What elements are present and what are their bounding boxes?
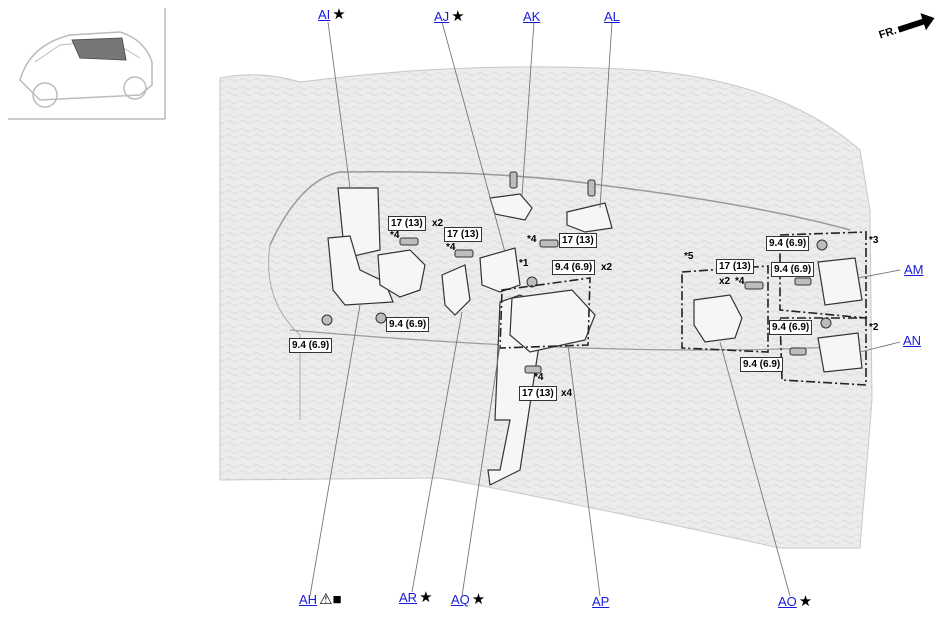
caution-icon: ⚠■ [319,591,342,608]
quantity-note: x2 [601,262,613,273]
leader-lines [309,21,901,597]
torque-spec: 17 (13) [388,216,426,231]
torque-spec: 9.4 (6.9) [552,260,596,275]
callout-aj[interactable]: AJ★ [434,9,465,24]
callout-ar-label[interactable]: AR [399,590,418,605]
star-icon: ★ [471,591,486,608]
callout-am[interactable]: AM [904,262,924,277]
fastener-glyphs [321,171,832,374]
star-icon: ★ [451,8,465,25]
arrow-right-icon [897,13,935,33]
callout-ap[interactable]: AP [592,594,609,609]
vehicle-locator-thumbnail [8,8,166,120]
torque-spec: 17 (13) [444,227,482,242]
callout-ah[interactable]: AH⚠■ [299,592,342,607]
callout-ak-label[interactable]: AK [523,9,541,24]
quantity-note: x4 [561,388,573,399]
footnote-mark: *5 [684,251,694,262]
callout-al-label[interactable]: AL [604,9,620,24]
torque-spec: 9.4 (6.9) [386,317,430,332]
callout-ak[interactable]: AK [523,9,540,24]
callout-al[interactable]: AL [604,9,620,24]
callout-ai-label[interactable]: AI [318,7,331,22]
torque-spec: 9.4 (6.9) [769,320,813,335]
footnote-mark: *2 [869,322,879,333]
footnote-mark: *4 [534,372,544,383]
component-outlines [327,187,863,486]
callout-ar[interactable]: AR★ [399,590,433,605]
torque-spec: 9.4 (6.9) [771,262,815,277]
quantity-note: x2 [719,276,731,287]
torque-spec: 9.4 (6.9) [740,357,784,372]
front-direction-marker: FR. [877,10,937,45]
front-label: FR. [877,24,899,42]
callout-ah-label[interactable]: AH [299,592,318,607]
callout-ap-label[interactable]: AP [592,594,610,609]
callout-aj-label[interactable]: AJ [434,9,450,24]
footnote-mark: *4 [446,242,456,253]
footnote-mark: *4 [735,276,745,287]
quantity-note: x2 [432,218,444,229]
footnote-mark: *4 [390,230,400,241]
callout-am-label[interactable]: AM [904,262,924,277]
callout-aq-label[interactable]: AQ [451,592,470,607]
callout-ao-label[interactable]: AO [778,594,797,609]
torque-spec: 17 (13) [559,233,597,248]
star-icon: ★ [332,6,346,23]
callout-an-label[interactable]: AN [903,333,922,348]
torque-spec: 9.4 (6.9) [289,338,333,353]
torque-spec: 17 (13) [519,386,557,401]
footnote-mark: *1 [519,258,529,269]
callout-aq[interactable]: AQ★ [451,592,485,607]
star-icon: ★ [419,589,433,606]
star-icon: ★ [798,593,813,610]
callout-ao[interactable]: AO★ [778,594,812,609]
torque-spec: 17 (13) [716,259,754,274]
footnote-mark: *4 [527,234,537,245]
torque-spec: 9.4 (6.9) [766,236,810,251]
callout-ai[interactable]: AI★ [318,7,346,22]
footnote-mark: *3 [869,235,879,246]
callout-an[interactable]: AN [903,333,921,348]
